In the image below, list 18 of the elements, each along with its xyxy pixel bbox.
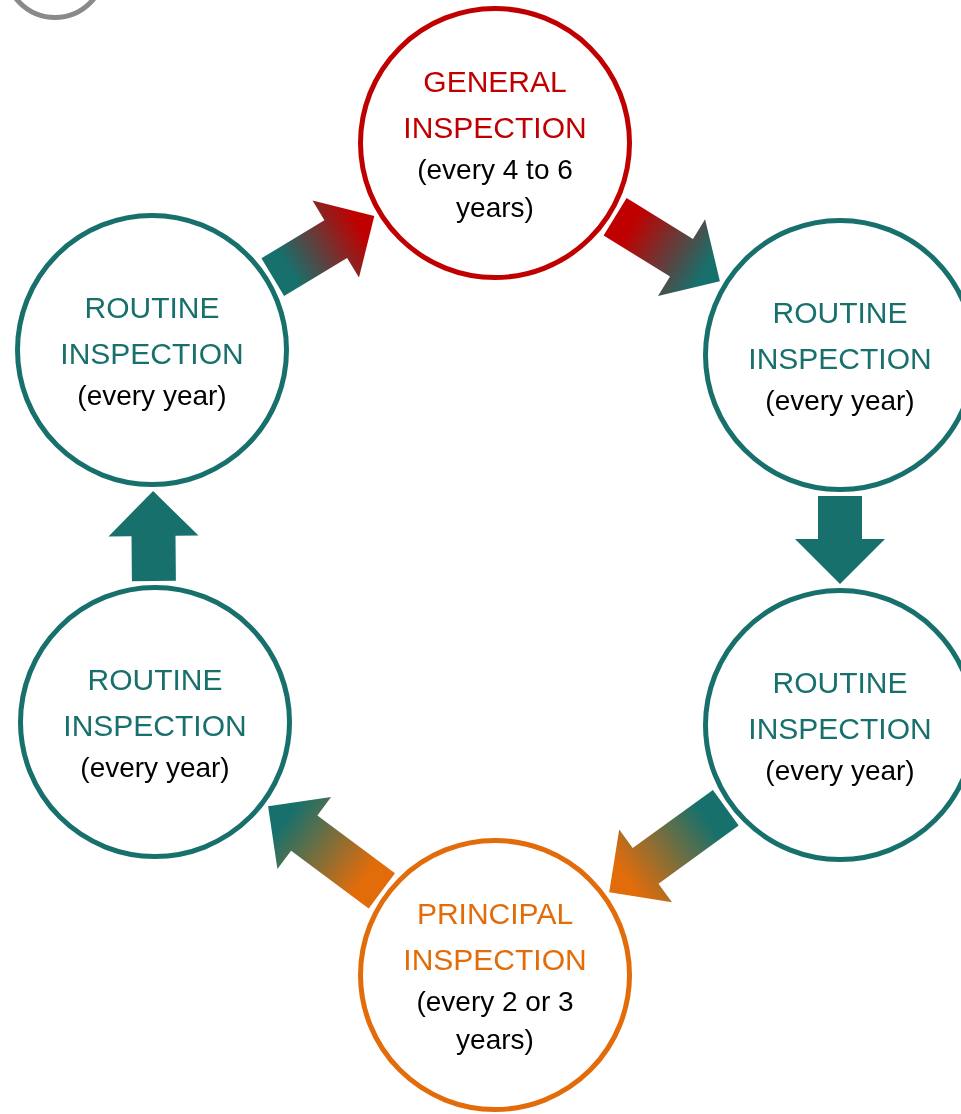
block-arrow (108, 491, 199, 582)
inspection-title: GENERAL INSPECTION (402, 64, 588, 146)
inspection-frequency: (every 4 to 6 years) (416, 153, 574, 225)
inspection-frequency: (every year) (764, 754, 916, 788)
block-arrow (268, 796, 395, 909)
inspection-frequency: (every year) (76, 379, 228, 413)
inspection-frequency: (every year) (764, 384, 916, 418)
inspection-frequency: (every 2 or 3 years) (415, 985, 575, 1057)
block-arrow (609, 789, 739, 903)
block-arrow (795, 496, 885, 584)
inspection-title: ROUTINE INSPECTION (747, 665, 933, 747)
inspection-title: ROUTINE INSPECTION (747, 295, 933, 377)
inspection-title: ROUTINE INSPECTION (59, 290, 245, 372)
inspection-frequency: (every year) (79, 751, 231, 785)
inspection-title: ROUTINE INSPECTION (62, 662, 248, 744)
inspection-title: PRINCIPAL INSPECTION (402, 896, 588, 978)
block-arrow (603, 198, 720, 296)
block-arrow (261, 200, 375, 296)
